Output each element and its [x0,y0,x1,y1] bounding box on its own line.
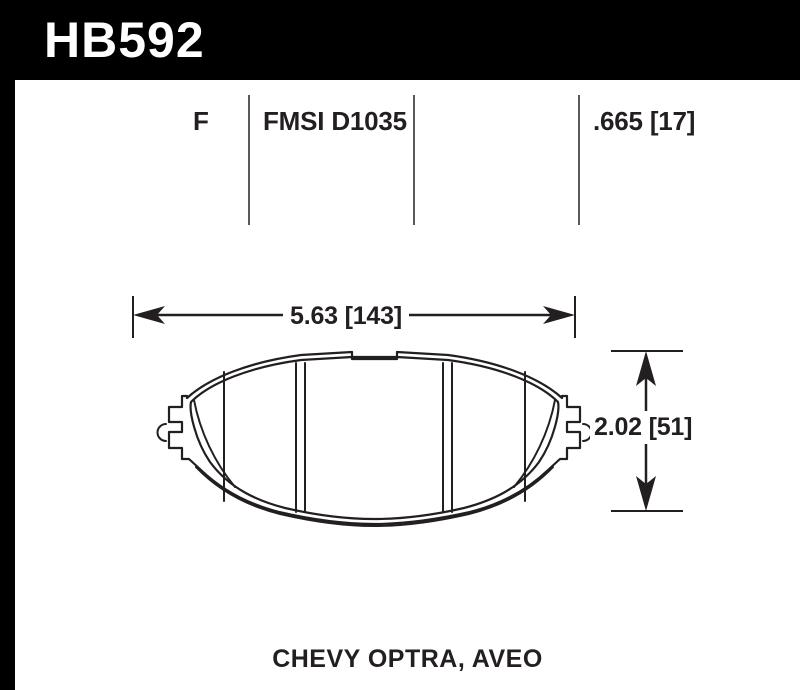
brake-pad-body [156,350,593,527]
spec-divider-2 [413,95,415,225]
fmsi-number: FMSI D1035 [263,106,407,136]
spec-divider-1 [248,95,250,225]
width-arrow-left [133,306,165,324]
header-black-band [0,0,800,80]
pad-right-taper [513,399,556,488]
vehicle-fitment-caption: CHEVY OPTRA, AVEO [272,645,543,673]
height-arrow-down [636,476,656,511]
pad-left-taper [193,399,236,488]
pad-friction-contour [189,355,560,521]
height-arrow-up [636,351,656,386]
pad-left-hole [156,423,167,442]
spec-row: F FMSI D1035 .665 [17] [15,80,800,225]
width-dimension-label: 5.63 [143] [283,302,409,331]
part-number: HB592 [44,12,205,68]
pad-outer-contour [167,350,582,526]
width-arrow-right [543,306,575,324]
spec-divider-3 [578,95,580,225]
pad-thickness: .665 [17] [593,106,696,136]
height-dimension-label: 2.02 [51] [590,411,697,444]
pad-backing-plate-edge [195,466,554,527]
position-code: F [193,106,209,136]
left-black-rail [0,0,15,690]
